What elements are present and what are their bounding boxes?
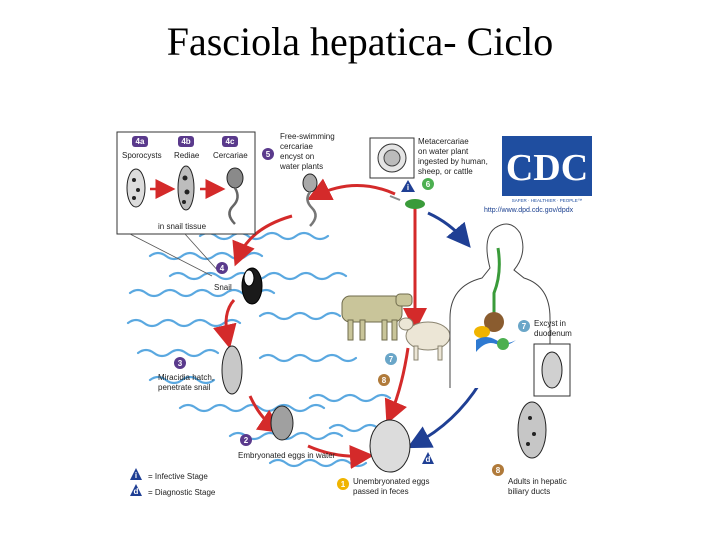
stage-7-line-2: duodenum (534, 329, 572, 338)
sporocyst-figure (126, 168, 146, 208)
cycle-arrows (213, 178, 482, 469)
stage-4a-label: Sporocysts (122, 151, 162, 160)
diagnostic-marker-1 (422, 452, 434, 464)
sheep-figure (398, 317, 451, 361)
slide-title: Fasciola hepatica- Ciclo (166, 19, 554, 64)
legend-diagnostic-mark: d (134, 487, 139, 496)
stage-5-line-2: cercariae (280, 142, 313, 151)
stage-6-number: 6 (426, 180, 431, 189)
legend-infective-label: = Infective Stage (148, 472, 208, 481)
stage-6-line-3: ingested by human, (418, 157, 488, 166)
diagnostic-marker-1-text: d (426, 455, 431, 464)
stage-8-circle (492, 464, 504, 476)
human-figure (449, 223, 551, 388)
stage-4-label: Snail (214, 283, 232, 292)
stage-8-number: 8 (496, 466, 501, 475)
mid-stage-8-circle (378, 374, 390, 386)
excyst-box (533, 343, 571, 397)
stage-1-circle (337, 478, 349, 490)
cercaria-figure (226, 167, 244, 189)
stage-5-line-3: encyst on (280, 152, 314, 161)
stage-4c-label: Cercariae (213, 151, 248, 160)
mid-stage-8-number: 8 (382, 376, 387, 385)
stage-3-line-1: Miracidia hatch, (158, 373, 214, 382)
stage-6-line-1: Metacercariae (418, 137, 469, 146)
stage-2-number: 2 (244, 436, 249, 445)
water-waves (126, 231, 396, 468)
cdc-url: http://www.dpd.cdc.gov/dpdx (484, 207, 574, 214)
stage-8-line-1: Adults in hepatic (508, 477, 567, 486)
stage-1-line-1: Unembryonated eggs (353, 477, 430, 486)
free-cercaria-figure (302, 173, 318, 227)
stage-8-line-2: biliary ducts (508, 487, 550, 496)
unembryonated-egg-figure (369, 419, 411, 473)
stage-4b-number: 4b (181, 137, 190, 146)
legend-infective-icon (130, 468, 142, 480)
water-plant-spoon (389, 195, 425, 209)
stage-3-line-2: penetrate snail (158, 383, 211, 392)
cow-figure (341, 293, 413, 341)
metacercariae-box (369, 137, 415, 179)
cdc-tagline: SAFER · HEALTHIER · PEOPLE™ (512, 198, 582, 203)
stage-4c-number: 4c (226, 137, 235, 146)
stage-5-line-1: Free-swimming (280, 132, 335, 141)
snail-figure (241, 267, 263, 305)
mid-stage-7-circle (385, 353, 397, 365)
miracidium-figure (221, 345, 243, 395)
stage-4a-number: 4a (136, 137, 145, 146)
stage-4c-badge: 4c (222, 136, 238, 147)
stage-7-number: 7 (522, 322, 527, 331)
legend: i = Infective Stage d = Diagnostic Stage (130, 468, 216, 497)
stage-7-line-1: Excyst in (534, 319, 566, 328)
stage-6-line-2: on water plant (418, 147, 469, 156)
snail-tissue-inset (116, 131, 256, 277)
stage-5-circle (262, 148, 274, 160)
lifecycle-diagram: 4a Sporocysts 4b Rediae 4c Cercariae in … (116, 131, 592, 497)
redia-figure (177, 165, 195, 211)
stage-4b-badge: 4b (178, 136, 194, 147)
embryonated-egg-figure (270, 405, 294, 441)
stage-6-circle (422, 178, 434, 190)
legend-infective-mark: i (135, 471, 137, 480)
stage-7-circle (518, 320, 530, 332)
stage-4a-badge: 4a (132, 136, 148, 147)
legend-diagnostic-label: = Diagnostic Stage (148, 488, 216, 497)
infective-marker-6 (401, 180, 415, 192)
stage-4-circle (216, 262, 228, 274)
stage-5-line-4: water plants (279, 162, 323, 171)
stage-4-number: 4 (220, 264, 225, 273)
cdc-logo: CDC (502, 136, 592, 196)
adult-fluke-figure (517, 401, 547, 459)
stage-6-line-4: sheep, or cattle (418, 167, 473, 176)
stage-2-circle (240, 434, 252, 446)
snail-tissue-label: in snail tissue (158, 222, 207, 231)
stage-3-circle (174, 357, 186, 369)
cdc-logo-text: CDC (506, 147, 588, 189)
stage-1-line-2: passed in feces (353, 487, 409, 496)
stage-1-number: 1 (341, 480, 346, 489)
stage-4b-label: Rediae (174, 151, 200, 160)
stage-5-number: 5 (266, 150, 271, 159)
infective-marker-6-text: i (407, 183, 409, 192)
stage-3-number: 3 (178, 359, 183, 368)
stage-2-label: Embryonated eggs in water (238, 451, 336, 460)
legend-diagnostic-icon (130, 484, 142, 496)
mid-stage-7-number: 7 (389, 355, 394, 364)
